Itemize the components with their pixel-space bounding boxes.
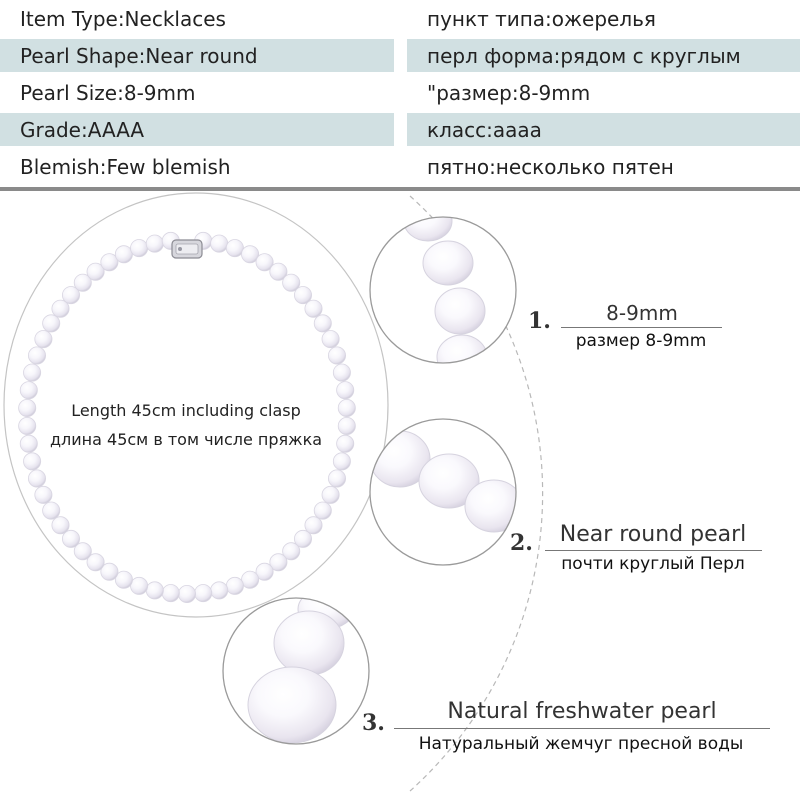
necklace-pearl bbox=[225, 239, 244, 258]
necklace-pearl bbox=[51, 516, 70, 535]
clasp-icon bbox=[171, 239, 203, 259]
necklace-pearl bbox=[42, 314, 61, 333]
necklace-pearl bbox=[269, 262, 288, 281]
zoom-circle-size bbox=[369, 216, 517, 364]
spec-table: Item Type:Necklaces пункт типа:ожерелья … bbox=[0, 0, 800, 187]
necklace-pearl bbox=[100, 562, 119, 581]
necklace-pearl bbox=[73, 542, 92, 561]
necklace-pearl bbox=[145, 234, 164, 253]
necklace-pearl bbox=[62, 529, 81, 548]
necklace-pearl bbox=[241, 570, 260, 589]
necklace-pearl bbox=[304, 299, 323, 318]
necklace-pearl bbox=[114, 245, 133, 264]
product-detail-panel: Length 45cm including clasp длина 45см в… bbox=[0, 191, 800, 800]
necklace-pearl bbox=[86, 262, 105, 281]
zoom-circle-material bbox=[222, 597, 370, 745]
necklace-pearl bbox=[313, 501, 332, 520]
necklace-pearl bbox=[241, 245, 260, 264]
feature-3-rule bbox=[394, 728, 770, 729]
necklace-pearl bbox=[42, 501, 61, 520]
spec-blemish-ru: пятно:несколько пятен bbox=[427, 154, 674, 179]
necklace-pearl bbox=[255, 253, 274, 272]
necklace-pearl bbox=[332, 452, 351, 471]
necklace-pearl bbox=[161, 584, 180, 603]
spec-row-pearl-size: Pearl Size:8-9mm "размер:8-9mm bbox=[0, 74, 800, 111]
necklace-pearl bbox=[34, 330, 53, 349]
spec-grade-ru: класс:аааа bbox=[407, 113, 800, 146]
spec-pearl-size-en: Pearl Size:8-9mm bbox=[20, 80, 196, 105]
spec-item-type-ru: пункт типа:ожерелья bbox=[427, 6, 656, 31]
necklace-pearl bbox=[145, 581, 164, 600]
necklace-pearl bbox=[23, 363, 42, 382]
feature-1-number: 1. bbox=[528, 308, 551, 334]
pearl-illustration bbox=[3, 192, 544, 792]
feature-1-rule bbox=[561, 327, 722, 328]
necklace-pearl bbox=[336, 434, 355, 453]
table-divider bbox=[0, 187, 800, 191]
necklace-pearl bbox=[100, 253, 119, 272]
necklace-pearl bbox=[313, 314, 332, 333]
necklace-pearl bbox=[62, 286, 81, 305]
necklace-pearl bbox=[282, 273, 301, 292]
necklace-pearl bbox=[321, 330, 340, 349]
necklace-pearl bbox=[225, 576, 244, 595]
necklace-pearl bbox=[332, 363, 351, 382]
necklace-pearl bbox=[27, 469, 47, 488]
necklace-pearl bbox=[293, 529, 312, 548]
necklace-pearl bbox=[327, 346, 346, 365]
necklace-pearls bbox=[18, 231, 356, 603]
spec-grade-en: Grade:AAAA bbox=[0, 113, 394, 146]
feature-1-subtitle: размер 8-9mm bbox=[575, 331, 707, 351]
spec-row-grade: Grade:AAAA класс:аааа bbox=[0, 111, 800, 148]
necklace-length-en: Length 45cm including clasp bbox=[71, 401, 301, 420]
feature-3-title: Natural freshwater pearl bbox=[447, 699, 717, 724]
necklace-pearl bbox=[321, 485, 340, 504]
necklace-pearl bbox=[337, 416, 356, 435]
necklace-pearl bbox=[269, 553, 288, 572]
necklace-circle-outline bbox=[3, 192, 389, 618]
necklace-pearl bbox=[210, 581, 229, 600]
necklace-pearl bbox=[51, 299, 70, 318]
necklace-pearl bbox=[23, 452, 42, 471]
feature-3-subtitle: Натуральный жемчуг пресной воды bbox=[418, 734, 744, 754]
necklace-length-ru: длина 45см в том числе пряжка bbox=[49, 430, 323, 449]
necklace-pearl bbox=[210, 234, 229, 253]
zoom-circle-shape bbox=[369, 418, 517, 566]
necklace-pearl bbox=[336, 381, 355, 400]
spec-item-type-en: Item Type:Necklaces bbox=[20, 6, 226, 31]
necklace-pearl bbox=[337, 398, 356, 417]
spec-row-item-type: Item Type:Necklaces пункт типа:ожерелья bbox=[0, 0, 800, 37]
feature-3-number: 3. bbox=[362, 710, 385, 736]
necklace-pearl bbox=[293, 286, 312, 305]
spec-pearl-size-ru: "размер:8-9mm bbox=[427, 80, 591, 105]
necklace-pearl bbox=[130, 576, 149, 595]
necklace-pearl bbox=[27, 346, 47, 365]
spec-row-blemish: Blemish:Few blemish пятно:несколько пяте… bbox=[0, 148, 800, 185]
necklace-pearl bbox=[18, 398, 37, 417]
spec-blemish-en: Blemish:Few blemish bbox=[20, 154, 231, 179]
spec-pearl-shape-ru: перл форма:рядом с круглым bbox=[407, 39, 800, 72]
feature-2-number: 2. bbox=[510, 530, 533, 556]
necklace-pearl bbox=[114, 570, 133, 589]
feature-2-subtitle: почти круглый Перл bbox=[561, 554, 745, 574]
spec-row-pearl-shape: Pearl Shape:Near round перл форма:рядом … bbox=[0, 37, 800, 74]
feature-2-rule bbox=[545, 550, 762, 551]
necklace-pearl bbox=[327, 469, 346, 488]
necklace-pearl bbox=[304, 516, 323, 535]
feature-2-title: Near round pearl bbox=[559, 522, 747, 547]
necklace-pearl bbox=[130, 239, 149, 258]
necklace-pearl bbox=[19, 434, 38, 453]
necklace-pearl bbox=[282, 542, 301, 561]
necklace-pearl bbox=[194, 584, 213, 603]
spec-pearl-shape-en: Pearl Shape:Near round bbox=[0, 39, 394, 72]
necklace-pearl bbox=[86, 553, 105, 572]
necklace-pearl bbox=[255, 562, 274, 581]
necklace-pearl bbox=[73, 273, 92, 292]
necklace-pearl bbox=[19, 381, 38, 400]
feature-1-title: 8-9mm bbox=[606, 301, 678, 325]
necklace-pearl bbox=[18, 416, 37, 435]
necklace-pearl bbox=[34, 485, 53, 504]
necklace-pearl bbox=[177, 584, 196, 603]
